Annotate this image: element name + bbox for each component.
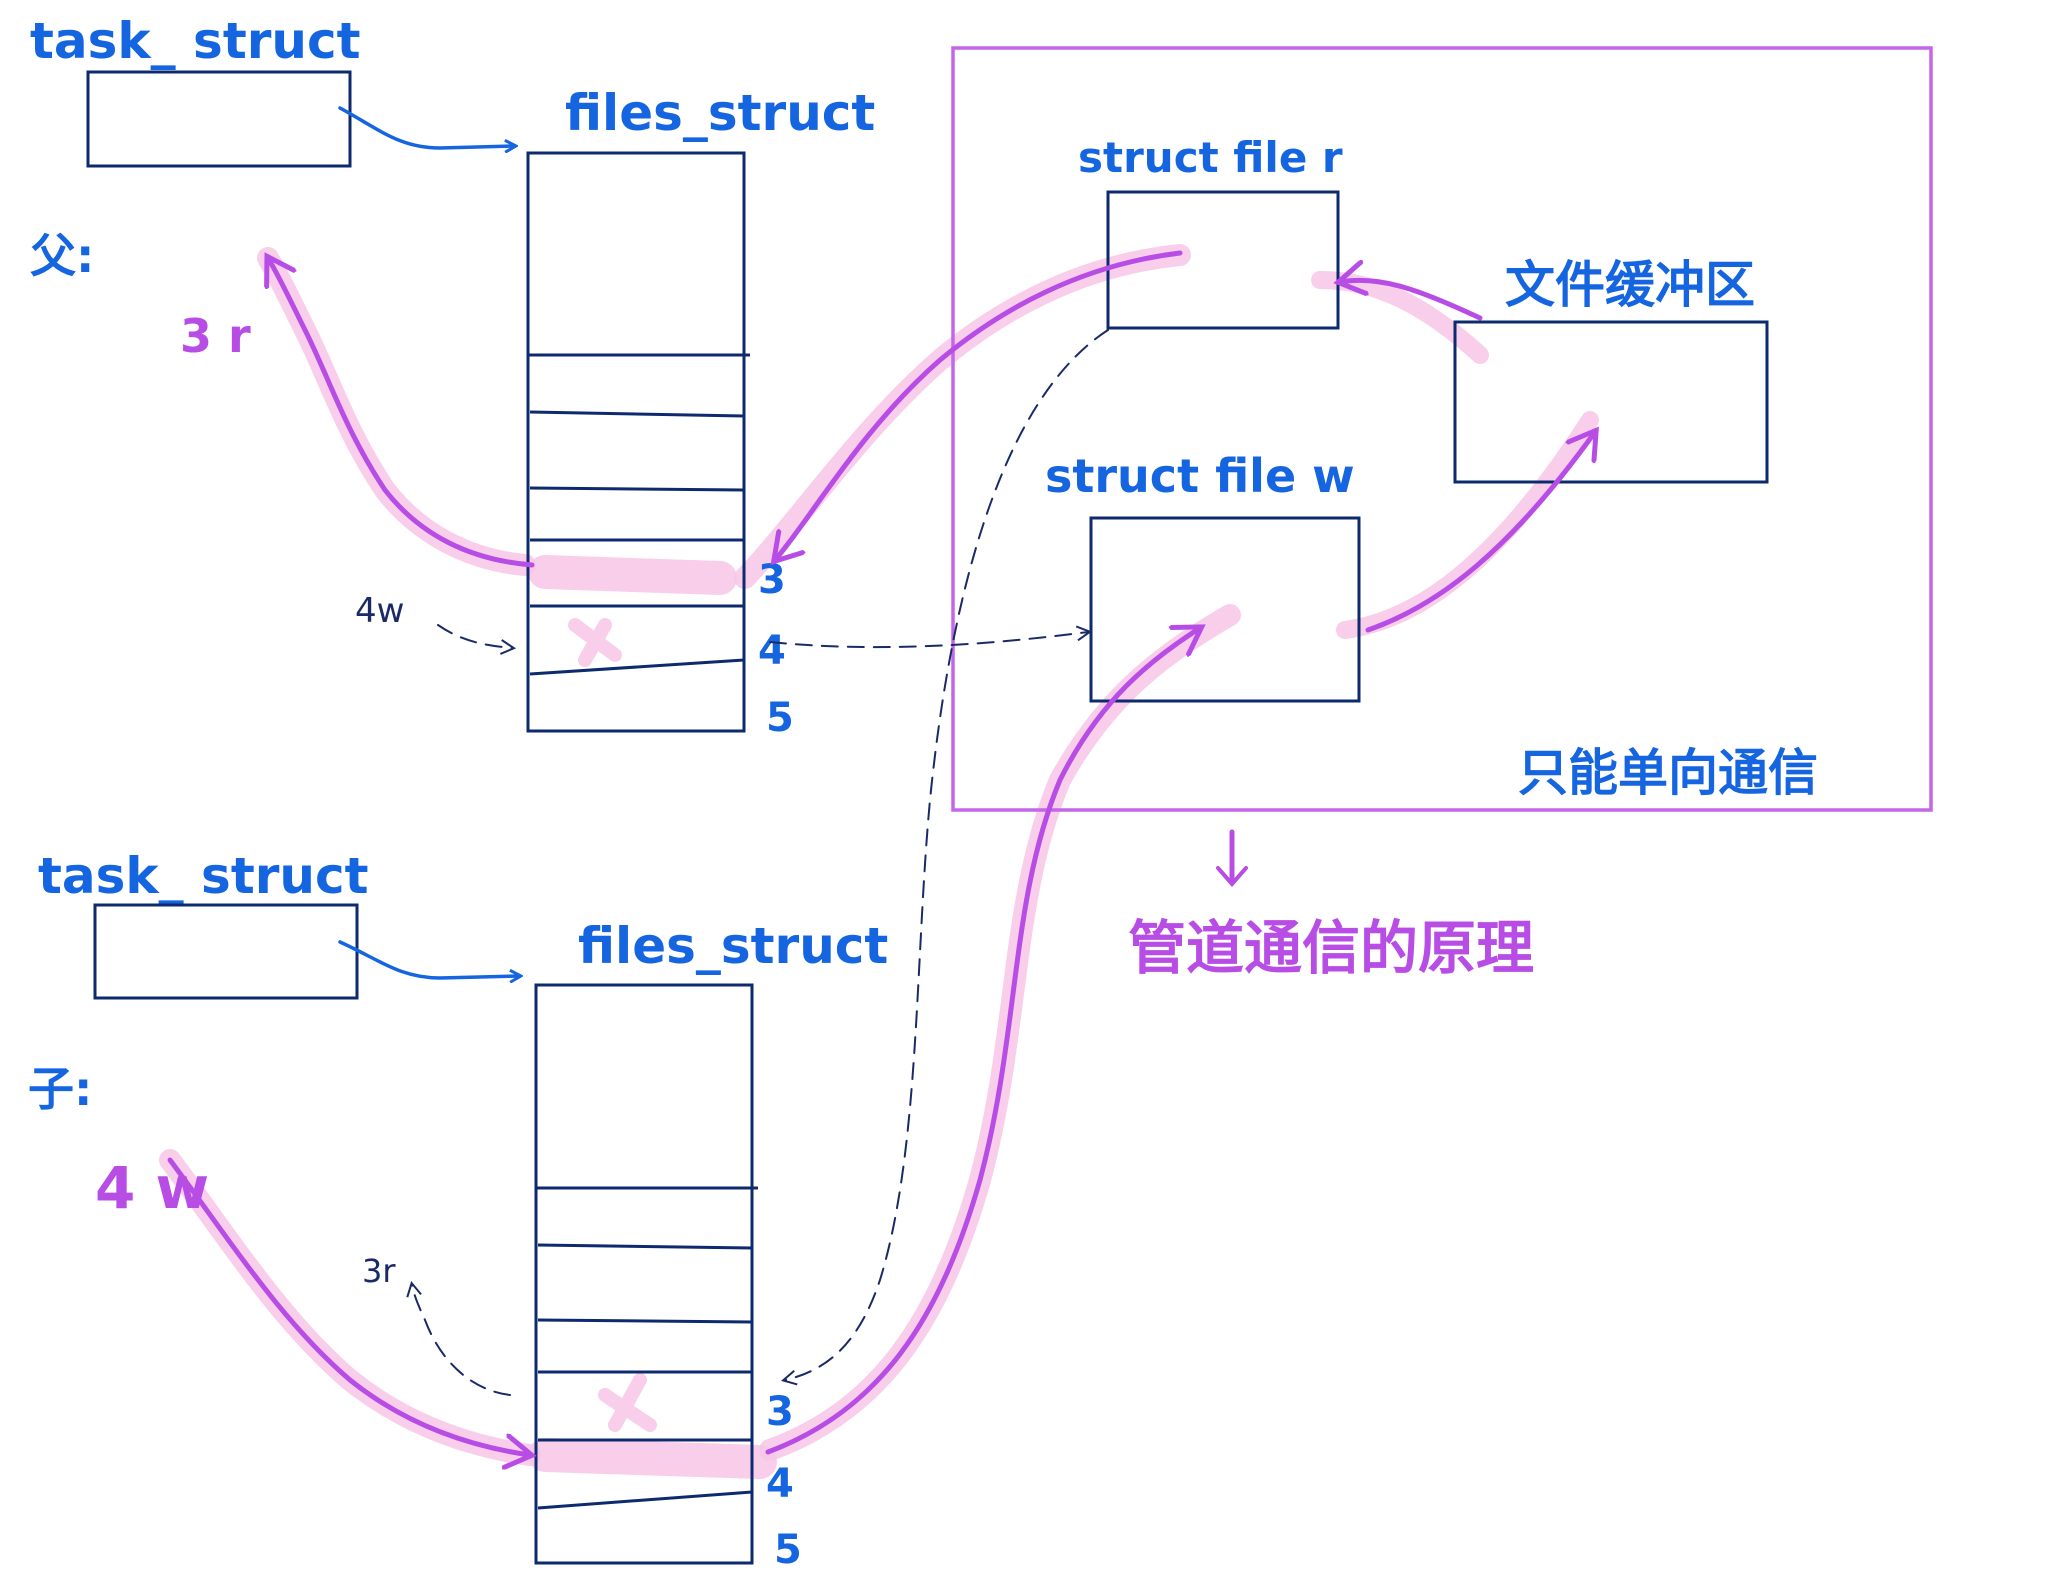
child-task-struct-label: task_ struct	[38, 847, 369, 905]
child-fd-5: 5	[774, 1527, 802, 1573]
child-process: task_ struct files_struct 3 4 5 子: 4 w 3…	[28, 847, 888, 1573]
parent-task-struct-label: task_ struct	[30, 12, 361, 70]
parent-files-struct-label: files_struct	[565, 84, 875, 142]
child-fd-4: 4	[766, 1461, 794, 1507]
child-task-struct-box	[93, 903, 359, 1000]
buffer-label: 文件缓冲区	[1505, 256, 1755, 314]
child-write-end-arrow	[167, 1157, 530, 1455]
parent-fd-table	[526, 151, 750, 733]
file-w-box	[1089, 516, 1361, 703]
kernel-region: struct file r struct file w 文件缓冲区 只能单向通信	[951, 46, 1933, 812]
child-fd4-to-file-w-arrow	[765, 628, 1200, 1455]
child-fd-3: 3	[766, 1389, 794, 1435]
parent-fd4-note-arrow	[437, 624, 512, 648]
file-w-label: struct file w	[1045, 449, 1355, 503]
kernel-frame	[951, 46, 1933, 812]
child-fd3-read-note: 3r	[362, 1252, 396, 1290]
child-fd3-note-arrow	[412, 1285, 511, 1396]
caption-group: 管道通信的原理	[1128, 829, 1534, 982]
child-role-label: 子:	[28, 1062, 92, 1116]
parent-fd4-to-file-w-dashed	[769, 632, 1088, 649]
parent-role-label: 父:	[30, 229, 94, 283]
parent-fd4-write-note: 4w	[355, 591, 404, 631]
parent-fd-4: 4	[758, 628, 786, 674]
buffer-to-file-r-arrow	[1340, 280, 1483, 321]
child-task-to-files-arrow	[338, 940, 520, 978]
parent-process: task_ struct files_struct 3 4 5 父: 3 r 4…	[30, 12, 875, 741]
parent-fd-3: 3	[758, 557, 786, 603]
cross-links	[765, 250, 1200, 1455]
parent-read-end-arrow	[268, 258, 535, 568]
one-way-note: 只能单向通信	[1518, 744, 1818, 802]
parent-task-struct-box	[86, 70, 352, 168]
file-r-to-child-fd3-dashed	[785, 329, 1109, 1380]
file-w-to-buffer-arrow	[1365, 432, 1595, 633]
child-files-struct-label: files_struct	[578, 917, 888, 975]
file-r-to-parent-fd3-arrow	[775, 250, 1183, 560]
parent-fd3-read-note: 3 r	[180, 309, 251, 363]
child-fd-table	[534, 983, 758, 1565]
file-r-label: struct file r	[1078, 133, 1343, 182]
parent-fd-5: 5	[766, 695, 794, 741]
parent-task-to-files-arrow	[338, 106, 515, 148]
caption-text: 管道通信的原理	[1128, 914, 1534, 982]
buffer-box	[1453, 320, 1769, 484]
